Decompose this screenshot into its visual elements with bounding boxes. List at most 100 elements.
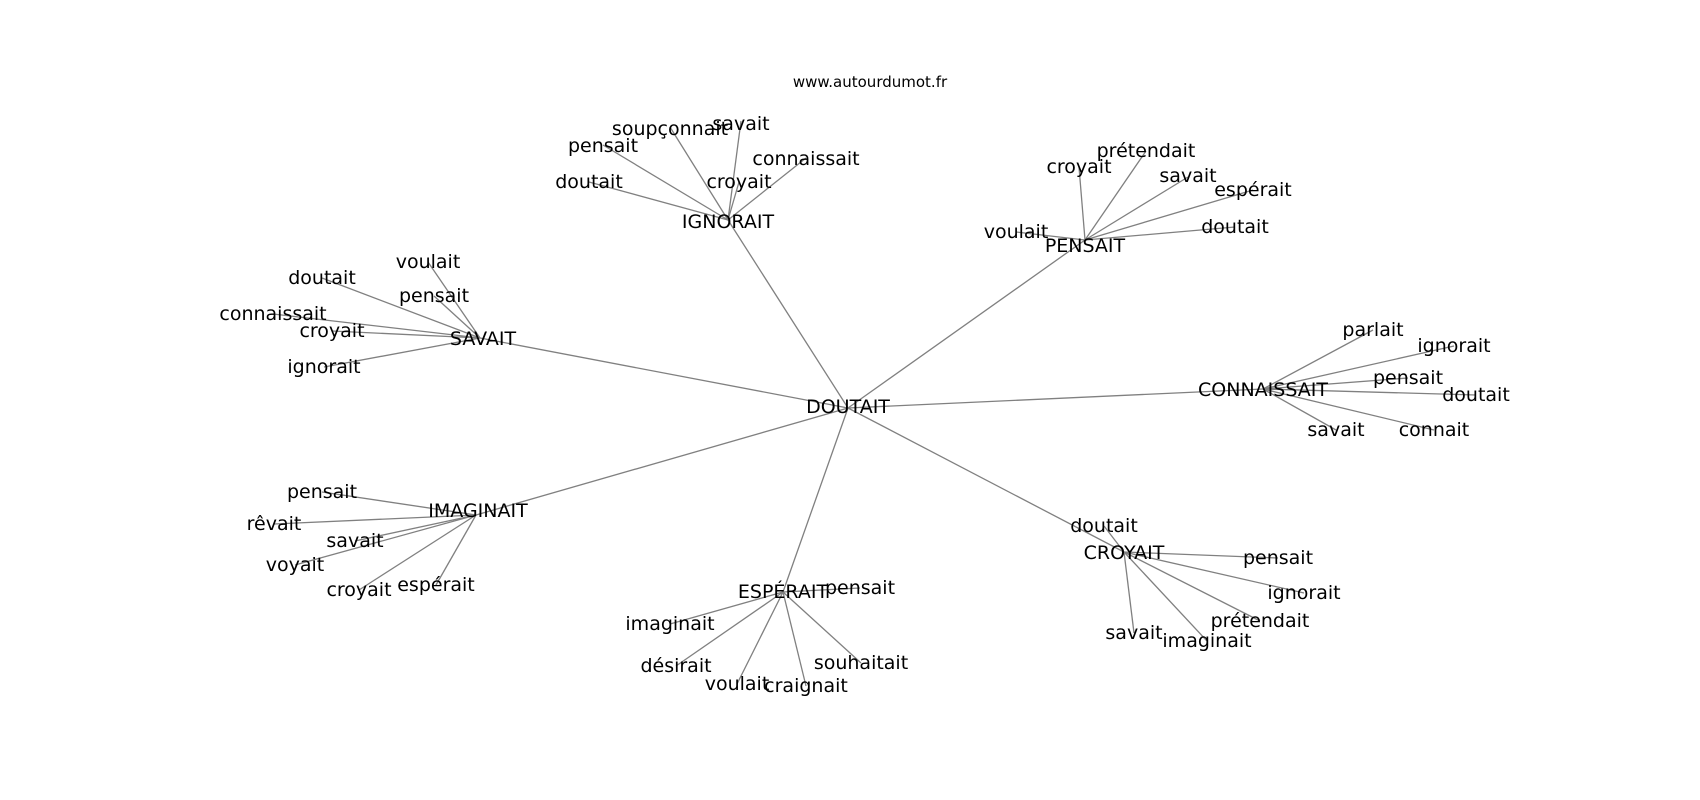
edge-imaginait-leaf-0 <box>321 491 477 516</box>
edge-center-to-ignorait <box>727 219 849 409</box>
edge-imaginait-leaf-5 <box>435 514 477 586</box>
leaf-node-esperait-2[interactable]: désirait <box>640 655 711 677</box>
leaf-node-savait-3[interactable]: connaissait <box>219 303 326 325</box>
leaf-node-savait-2[interactable]: pensait <box>399 285 469 307</box>
edge-croyait-leaf-3 <box>1123 551 1261 622</box>
leaf-node-imaginait-0[interactable]: pensait <box>287 481 357 503</box>
hub-node-connaissait[interactable]: CONNAISSAIT <box>1198 379 1328 401</box>
leaf-node-croyait-5[interactable]: imaginait <box>1162 630 1251 652</box>
edge-ignorait-leaf-4 <box>588 181 729 221</box>
edge-imaginait-leaf-2 <box>354 514 477 542</box>
graph-labels: DOUTAITIGNORAITsoupçonnaitsavaitpensaitc… <box>219 113 1509 697</box>
edge-savait-leaf-0 <box>427 261 481 339</box>
leaf-node-esperait-5[interactable]: souhaitait <box>814 652 908 674</box>
edge-pensait-leaf-4 <box>1015 231 1086 241</box>
leaf-node-savait-4[interactable]: croyait <box>299 320 364 342</box>
edge-ignorait-leaf-2 <box>602 144 729 221</box>
leaf-node-ignorait-1[interactable]: savait <box>712 113 769 135</box>
hub-node-savait[interactable]: SAVAIT <box>450 328 517 350</box>
leaf-node-connaissait-5[interactable]: connait <box>1399 419 1470 441</box>
leaf-node-esperait-3[interactable]: voulait <box>705 673 770 695</box>
edge-croyait-leaf-1 <box>1123 551 1279 559</box>
leaf-node-connaissait-2[interactable]: pensait <box>1373 367 1443 389</box>
edge-connaissait-leaf-2 <box>1262 377 1409 390</box>
edge-pensait-leaf-5 <box>1084 226 1236 241</box>
edge-esperait-leaf-0 <box>782 587 861 593</box>
leaf-node-pensait-2[interactable]: savait <box>1159 165 1216 187</box>
center-node-label[interactable]: DOUTAIT <box>806 396 890 418</box>
leaf-node-pensait-4[interactable]: voulait <box>984 221 1049 243</box>
leaf-node-croyait-2[interactable]: ignorait <box>1267 582 1340 604</box>
leaf-node-croyait-1[interactable]: pensait <box>1243 547 1313 569</box>
leaf-node-savait-0[interactable]: voulait <box>396 251 461 273</box>
leaf-node-pensait-3[interactable]: espérait <box>1214 179 1292 201</box>
leaf-node-pensait-1[interactable]: croyait <box>1046 156 1111 178</box>
edge-center-to-imaginait <box>475 407 849 516</box>
leaf-node-savait-1[interactable]: doutait <box>288 267 356 289</box>
watermark-text: www.autourdumot.fr <box>793 73 948 91</box>
edge-esperait-leaf-2 <box>675 591 784 667</box>
leaf-node-croyait-4[interactable]: savait <box>1105 622 1162 644</box>
leaf-node-ignorait-4[interactable]: doutait <box>555 171 623 193</box>
edge-croyait-leaf-0 <box>1103 525 1125 553</box>
leaf-node-croyait-0[interactable]: doutait <box>1070 515 1138 537</box>
leaf-node-ignorait-2[interactable]: pensait <box>568 135 638 157</box>
leaf-node-connaissait-1[interactable]: ignorait <box>1417 335 1490 357</box>
leaf-node-pensait-0[interactable]: prétendait <box>1097 140 1196 162</box>
edge-ignorait-leaf-5 <box>727 181 740 221</box>
edge-esperait-leaf-3 <box>736 591 784 685</box>
hub-node-croyait[interactable]: CROYAIT <box>1084 542 1165 564</box>
edge-connaissait-leaf-5 <box>1262 388 1435 431</box>
leaf-node-ignorait-3[interactable]: connaissait <box>752 148 859 170</box>
edge-center-to-connaissait <box>847 388 1264 409</box>
edge-connaissait-leaf-3 <box>1262 388 1477 396</box>
edge-pensait-leaf-3 <box>1084 189 1254 241</box>
edge-ignorait-leaf-1 <box>727 120 742 221</box>
edge-center-to-esperait <box>782 407 849 593</box>
edge-connaissait-leaf-4 <box>1262 388 1337 431</box>
edge-imaginait-leaf-3 <box>294 514 477 566</box>
leaf-node-connaissait-0[interactable]: parlait <box>1342 319 1403 341</box>
leaf-node-esperait-1[interactable]: imaginait <box>625 613 714 635</box>
edge-connaissait-leaf-0 <box>1262 329 1374 390</box>
edge-center-to-savait <box>479 337 849 409</box>
edge-center-to-croyait <box>847 407 1125 553</box>
edge-ignorait-leaf-0 <box>669 126 729 221</box>
leaf-node-savait-5[interactable]: ignorait <box>287 356 360 378</box>
leaf-node-esperait-0[interactable]: pensait <box>825 577 895 599</box>
graph-edges <box>272 120 1477 687</box>
edge-imaginait-leaf-4 <box>358 514 477 591</box>
hub-node-esperait[interactable]: ESPÉRAIT <box>738 580 829 603</box>
leaf-node-esperait-4[interactable]: craignait <box>764 675 848 697</box>
edge-connaissait-leaf-1 <box>1262 345 1455 390</box>
hub-node-imaginait[interactable]: IMAGINAIT <box>428 500 528 522</box>
hub-node-pensait[interactable]: PENSAIT <box>1045 235 1126 257</box>
edge-savait-leaf-4 <box>331 330 481 339</box>
leaf-node-ignorait-5[interactable]: croyait <box>706 171 771 193</box>
edge-ignorait-leaf-3 <box>727 157 807 221</box>
leaf-node-croyait-3[interactable]: prétendait <box>1211 610 1310 632</box>
hub-node-ignorait[interactable]: IGNORAIT <box>682 211 775 233</box>
edge-croyait-leaf-4 <box>1123 551 1135 634</box>
edge-croyait-leaf-2 <box>1123 551 1305 594</box>
leaf-node-imaginait-2[interactable]: savait <box>326 530 383 552</box>
leaf-node-pensait-5[interactable]: doutait <box>1201 216 1269 238</box>
edge-center-to-pensait <box>847 239 1086 409</box>
leaf-node-connaissait-4[interactable]: savait <box>1307 419 1364 441</box>
leaf-node-imaginait-5[interactable]: espérait <box>397 574 475 596</box>
edge-savait-leaf-2 <box>433 295 481 339</box>
leaf-node-imaginait-4[interactable]: croyait <box>326 579 391 601</box>
leaf-node-imaginait-3[interactable]: voyait <box>266 554 324 576</box>
edge-esperait-leaf-1 <box>669 591 784 625</box>
leaf-node-imaginait-1[interactable]: rêvait <box>247 513 302 535</box>
edge-pensait-leaf-1 <box>1078 166 1086 241</box>
leaf-node-connaissait-3[interactable]: doutait <box>1442 384 1510 406</box>
edge-croyait-leaf-5 <box>1123 551 1208 642</box>
edge-savait-leaf-1 <box>321 277 481 339</box>
edge-savait-leaf-5 <box>323 337 481 368</box>
edge-esperait-leaf-5 <box>782 591 862 664</box>
edge-esperait-leaf-4 <box>782 591 807 687</box>
leaf-node-ignorait-0[interactable]: soupçonnait <box>612 118 728 140</box>
edge-pensait-leaf-0 <box>1084 150 1147 241</box>
